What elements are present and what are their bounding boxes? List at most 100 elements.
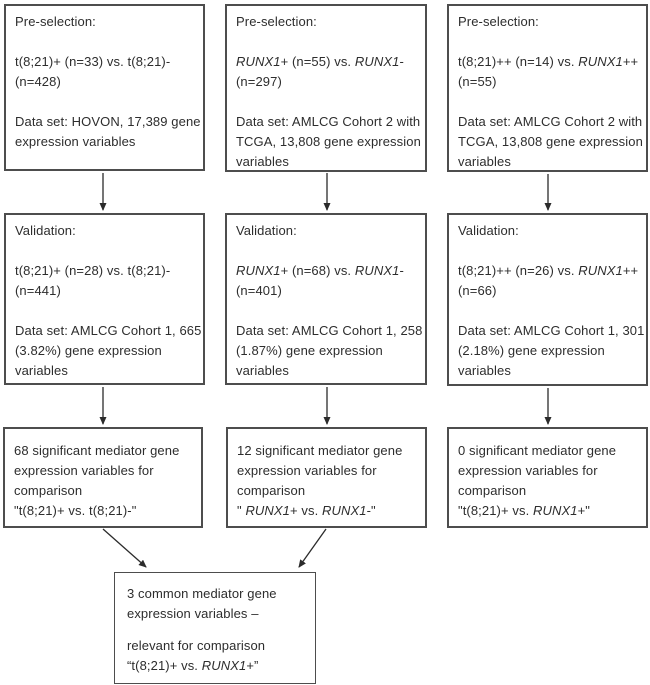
box-text-line: comparison bbox=[237, 481, 415, 501]
box-text-line: "t(8;21)+ vs. RUNX1+" bbox=[458, 501, 636, 521]
box-text-line: Pre-selection: bbox=[458, 12, 636, 32]
text-segment: ++ bbox=[622, 54, 639, 69]
text-segment: expression variables for bbox=[14, 463, 154, 478]
text-segment: (3.82%) gene expression bbox=[15, 343, 162, 358]
text-segment: + (n=68) vs. bbox=[280, 263, 355, 278]
text-segment: (2.18%) gene expression bbox=[458, 343, 605, 358]
text-segment: expression variables bbox=[15, 134, 136, 149]
text-segment: 68 significant mediator gene bbox=[14, 443, 180, 458]
preselection-runx1-box: Pre-selection:RUNX1+ (n=55) vs. RUNX1-(n… bbox=[225, 4, 427, 172]
box-text-line: comparison bbox=[14, 481, 191, 501]
text-segment: " bbox=[237, 503, 246, 518]
box-text-line: 68 significant mediator gene bbox=[14, 441, 191, 461]
box-text-line: (n=428) bbox=[15, 72, 193, 92]
box-text-line: expression variables for bbox=[458, 461, 636, 481]
text-segment: 0 significant mediator gene bbox=[458, 443, 617, 458]
text-segment: (n=55) bbox=[458, 74, 497, 89]
box-text-line bbox=[236, 241, 415, 261]
text-segment: (n=66) bbox=[458, 283, 497, 298]
text-segment: ++ bbox=[622, 263, 639, 278]
text-segment: 12 significant mediator gene bbox=[237, 443, 403, 458]
text-segment: variables bbox=[458, 154, 511, 169]
box-text-line: (n=441) bbox=[15, 281, 193, 301]
arrow-res1-to-common bbox=[102, 528, 147, 568]
text-segment: Pre-selection: bbox=[236, 14, 317, 29]
box-text-line: (n=55) bbox=[458, 72, 636, 92]
box-text-line: variables bbox=[458, 152, 636, 172]
text-segment: relevant for comparison bbox=[127, 638, 266, 653]
result-runx1-box: 12 significant mediator gene expression v… bbox=[226, 427, 427, 528]
gene-name-italic: RUNX1 bbox=[354, 54, 400, 69]
box-text-line: comparison bbox=[458, 481, 636, 501]
text-segment: - bbox=[399, 263, 404, 278]
box-text-line: expression variables bbox=[15, 132, 193, 152]
box-text-line: t(8;21)++ (n=14) vs. RUNX1++ bbox=[458, 52, 639, 72]
gene-name-italic: RUNX1 bbox=[578, 263, 623, 278]
box-text-line: (1.87%) gene expression bbox=[236, 341, 415, 361]
box-text-line: relevant for comparison bbox=[127, 636, 305, 656]
text-segment: Data set: AMLCG Cohort 1, 301 bbox=[458, 323, 645, 338]
box-text-line: variables bbox=[458, 361, 636, 381]
text-segment: (n=401) bbox=[236, 283, 282, 298]
box-text-line bbox=[15, 32, 193, 52]
text-segment: expression variables for bbox=[237, 463, 377, 478]
box-text-line: t(8;21)+ (n=33) vs. t(8;21)- bbox=[15, 52, 193, 72]
text-segment: Pre-selection: bbox=[15, 14, 96, 29]
box-text-line: “t(8;21)+ vs. RUNX1+” bbox=[127, 656, 305, 676]
text-segment: Data set: AMLCG Cohort 1, 665 bbox=[15, 323, 202, 338]
box-text-line bbox=[236, 32, 415, 52]
text-segment: variables bbox=[15, 363, 68, 378]
box-text-line bbox=[236, 301, 415, 321]
box-text-line bbox=[15, 301, 193, 321]
gene-name-italic: RUNX1 bbox=[245, 503, 291, 518]
box-text-line: " RUNX1+ vs. RUNX1-" bbox=[237, 501, 415, 521]
text-segment: TCGA, 13,808 gene expression bbox=[458, 134, 643, 149]
box-text-line: RUNX1+ (n=68) vs. RUNX1- bbox=[236, 261, 415, 281]
text-segment: + vs. bbox=[290, 503, 323, 518]
box-text-line: Data set: AMLCG Cohort 1, 665 bbox=[15, 321, 201, 341]
box-text-line: (n=401) bbox=[236, 281, 415, 301]
text-segment: TCGA, 13,808 gene expression bbox=[236, 134, 421, 149]
preselection-t821-box: Pre-selection: t(8;21)+ (n=33) vs. t(8;21… bbox=[4, 4, 205, 171]
gene-name-italic: RUNX1 bbox=[322, 503, 367, 518]
validation-t821-box: Validation:t(8;21)+ (n=28) vs. t(8;21)-(… bbox=[4, 213, 205, 385]
box-text-line: Data set: AMLCG Cohort 2 with bbox=[236, 112, 420, 132]
box-text-line: Validation: bbox=[458, 221, 636, 241]
box-text-line: (2.18%) gene expression bbox=[458, 341, 636, 361]
text-segment: 3 common mediator gene bbox=[127, 586, 277, 601]
box-text-line: variables bbox=[236, 152, 415, 172]
validation-t821-vs-runx1-box: Validation: t(8;21)++ (n=26) vs. RUNX1++ (… bbox=[447, 213, 648, 386]
box-text-line: expression variables for bbox=[237, 461, 415, 481]
text-segment: comparison bbox=[458, 483, 527, 498]
validation-runx1-box: Validation:RUNX1+ (n=68) vs. RUNX1-(n=40… bbox=[225, 213, 427, 385]
text-segment: comparison bbox=[237, 483, 306, 498]
box-text-line: TCGA, 13,808 gene expression bbox=[458, 132, 643, 152]
box-text-line: expression variables for bbox=[14, 461, 191, 481]
text-segment: t(8;21)++ (n=14) vs. bbox=[458, 54, 579, 69]
text-segment: - bbox=[399, 54, 404, 69]
text-segment: +” bbox=[246, 658, 259, 673]
box-text-line: "t(8;21)+ vs. t(8;21)-" bbox=[14, 501, 191, 521]
text-segment: -" bbox=[366, 503, 376, 518]
text-segment: (n=428) bbox=[15, 74, 61, 89]
box-text-line: RUNX1+ (n=55) vs. RUNX1- bbox=[236, 52, 415, 72]
text-segment: Validation: bbox=[236, 223, 297, 238]
text-segment: +" bbox=[577, 503, 591, 518]
box-text-line: Validation: bbox=[15, 221, 193, 241]
box-text-line: t(8;21)++ (n=26) vs. RUNX1++ bbox=[458, 261, 639, 281]
result-t821-vs-runx1-box: 0 significant mediator gene expression va… bbox=[447, 427, 648, 528]
text-segment: Data set: AMLCG Cohort 1, 258 bbox=[236, 323, 423, 338]
text-segment: “t(8;21)+ vs. bbox=[127, 658, 202, 673]
box-text-line: 3 common mediator gene bbox=[127, 584, 305, 604]
box-text-line: Pre-selection: bbox=[236, 12, 415, 32]
text-segment: expression variables for bbox=[458, 463, 598, 478]
gene-name-italic: RUNX1 bbox=[236, 263, 281, 278]
result-t821-box: 68 significant mediator gene expression v… bbox=[3, 427, 203, 528]
box-text-line bbox=[458, 32, 636, 52]
gene-name-italic: RUNX1 bbox=[236, 54, 281, 69]
text-segment: + (n=55) vs. bbox=[280, 54, 355, 69]
box-text-line: (3.82%) gene expression bbox=[15, 341, 193, 361]
box-text-line bbox=[236, 92, 415, 112]
text-segment: Data set: HOVON, 17,389 gene bbox=[15, 114, 201, 129]
